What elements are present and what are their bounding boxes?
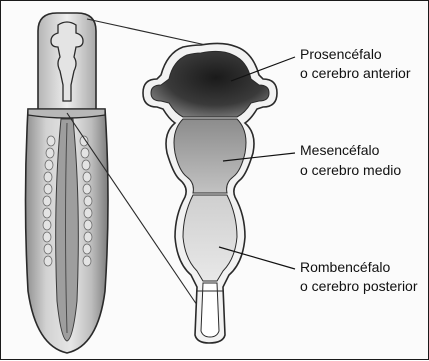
label-prosencefalo-desc: o cerebro anterior xyxy=(300,64,411,82)
label-prosencefalo-name: Prosencéfalo xyxy=(300,45,382,63)
label-mesencefalo-name: Mesencéfalo xyxy=(300,141,379,159)
embryo-neural-tube xyxy=(26,13,109,353)
label-rombencefalo-desc: o cerebro posterior xyxy=(300,277,418,295)
brain-vesicles xyxy=(143,43,277,343)
label-rombencefalo-name: Rombencéfalo xyxy=(300,258,390,276)
label-mesencefalo-desc: o cerebro medio xyxy=(300,161,401,179)
neural-groove xyxy=(56,119,79,341)
